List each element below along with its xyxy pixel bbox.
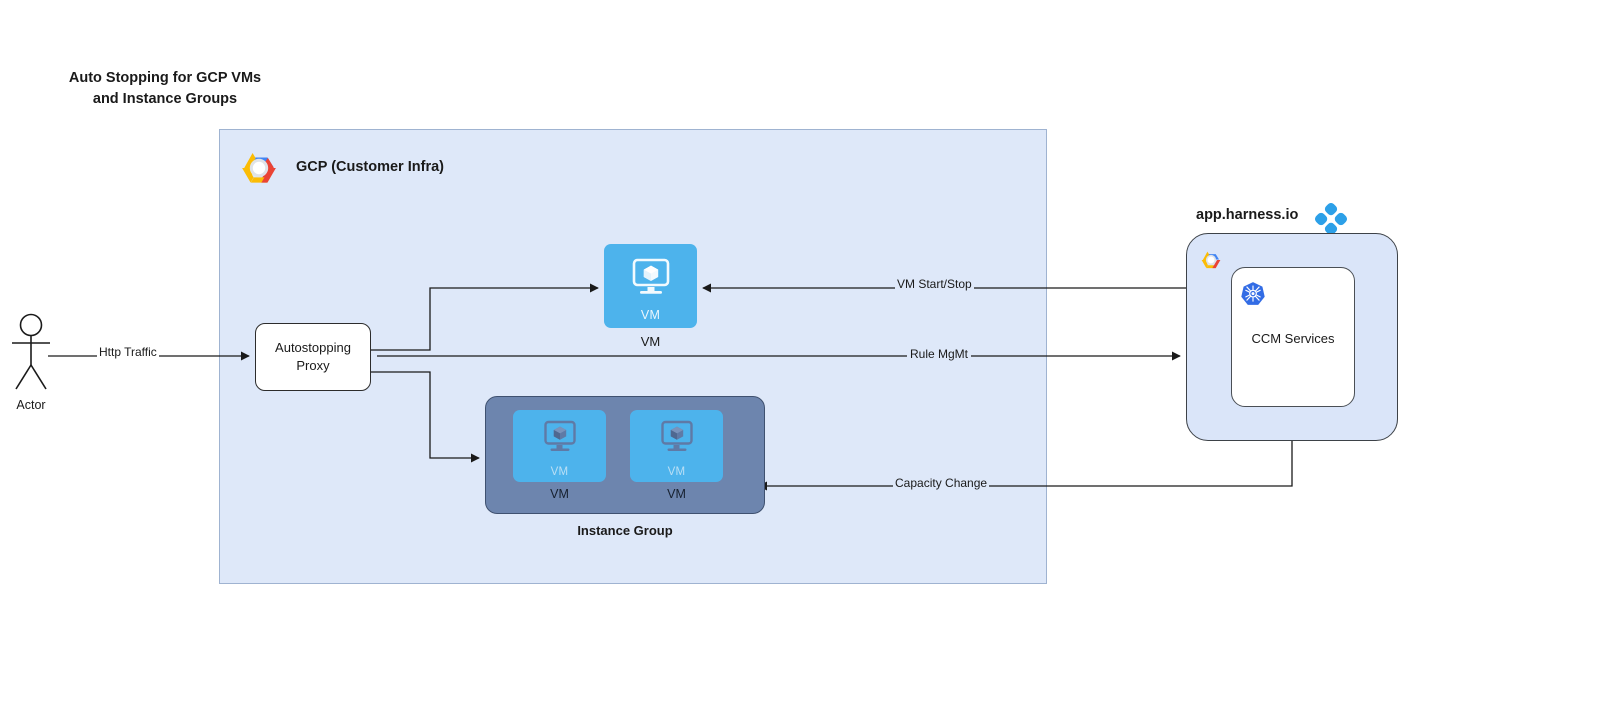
gcp-logo-icon	[232, 141, 286, 195]
instance-group-vm-1-inner-label: VM	[550, 466, 569, 478]
edge-label-rule-mgmt: Rule MgMt	[907, 347, 972, 361]
actor-label: Actor	[16, 398, 46, 412]
ccm-services-label: CCM Services	[1251, 331, 1335, 346]
instance-group-caption: Instance Group	[577, 523, 673, 538]
edge-label-capacity-change: Capacity Change	[893, 476, 990, 490]
vm-monitor-cube-icon	[658, 418, 696, 456]
edge-label-vm-start-stop: VM Start/Stop	[895, 277, 974, 291]
vm-monitor-cube-icon	[629, 255, 673, 299]
instance-group-vm-1[interactable]: VM	[513, 410, 606, 482]
vm-node-caption: VM	[640, 334, 661, 349]
harness-title: app.harness.io	[1196, 207, 1299, 223]
autostopping-proxy-node[interactable]: Autostopping Proxy	[255, 323, 371, 391]
vm-node[interactable]: VM	[604, 244, 697, 328]
vm-node-inner-label: VM	[640, 308, 661, 322]
instance-group-vm-2-inner-label: VM	[667, 466, 686, 478]
instance-group-vm-1-caption: VM	[550, 487, 569, 501]
vm-monitor-cube-icon	[541, 418, 579, 456]
gcp-container-label: GCP (Customer Infra)	[296, 159, 444, 175]
harness-diamond-logo-icon	[1314, 202, 1348, 236]
instance-group-vm-2[interactable]: VM	[630, 410, 723, 482]
page-title: Auto Stopping for GCP VMs and Instance G…	[68, 70, 262, 108]
instance-group-container[interactable]: VM VM VM VM	[485, 396, 765, 514]
instance-group-vm-2-caption: VM	[667, 487, 686, 501]
actor-stick-figure-icon	[8, 313, 54, 391]
gcp-logo-icon	[1196, 245, 1226, 275]
kubernetes-logo-icon	[1240, 281, 1266, 307]
edge-label-http-traffic: Http Traffic	[97, 345, 159, 359]
